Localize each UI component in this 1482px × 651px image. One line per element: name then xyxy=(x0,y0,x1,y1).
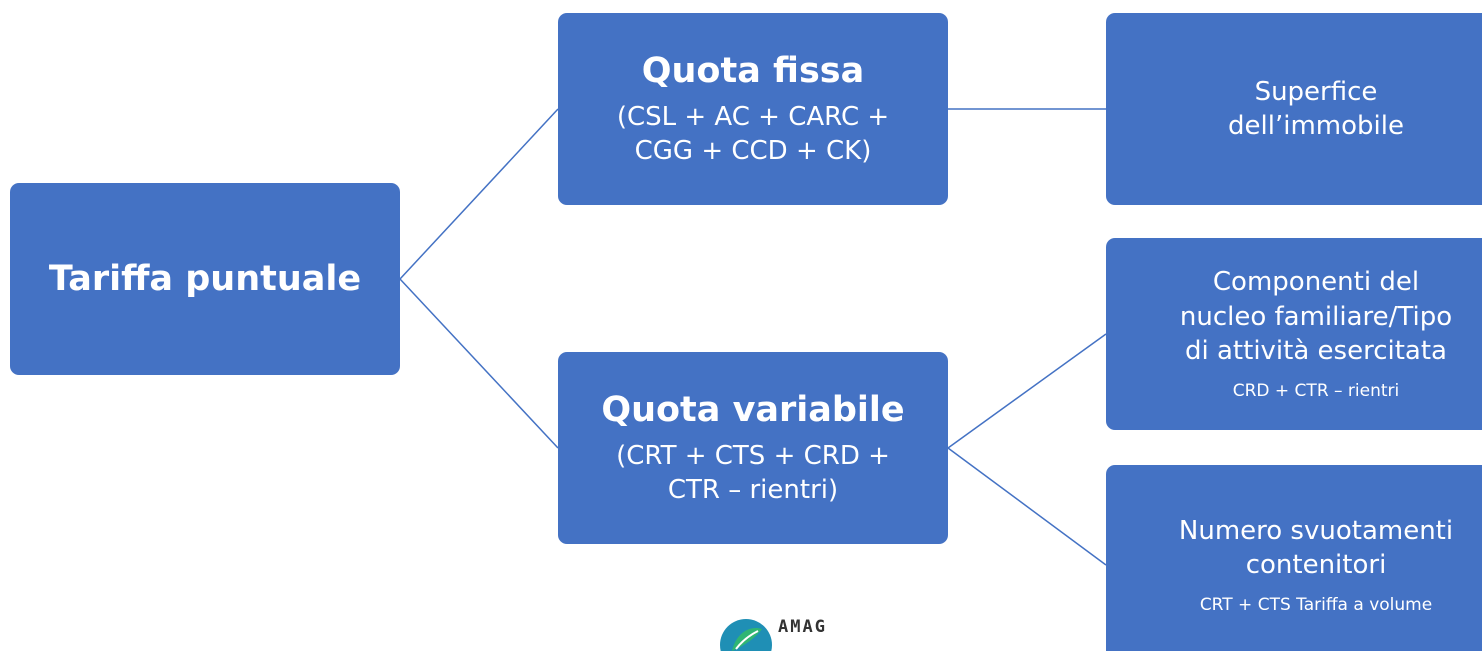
svuotamenti-label: Numero svuotamenti contenitori xyxy=(1178,515,1454,580)
quota-fissa-formula: (CSL + AC + CARC + CGG + CCD + CK) xyxy=(616,101,890,166)
svuotamenti-note: CRT + CTS Tariffa a volume xyxy=(1199,595,1433,616)
node-componenti-nucleo: Componenti del nucleo familiare/Tipo di … xyxy=(1106,238,1482,430)
logo-text: AMAG xyxy=(778,617,827,637)
connector-variable-emptying xyxy=(947,447,1107,566)
node-superfice: Superfice dell’immobile xyxy=(1106,13,1482,205)
componenti-note: CRD + CTR – rientri xyxy=(1232,381,1400,402)
quota-variabile-title: Quota variabile xyxy=(601,389,905,430)
leaf-logo-icon xyxy=(720,619,772,651)
connector-root-fixed xyxy=(399,108,559,280)
connector-variable-household xyxy=(947,333,1107,449)
root-node-tariffa-puntuale: Tariffa puntuale xyxy=(10,183,400,375)
superfice-label: Superfice dell’immobile xyxy=(1228,76,1404,141)
amag-logo: AMAG xyxy=(718,615,868,651)
node-quota-variabile: Quota variabile (CRT + CTS + CRD + CTR –… xyxy=(558,352,948,544)
componenti-label: Componenti del nucleo familiare/Tipo di … xyxy=(1179,267,1453,367)
connector-root-variable xyxy=(399,278,559,449)
node-numero-svuotamenti: Numero svuotamenti contenitori CRT + CTS… xyxy=(1106,465,1482,651)
quota-variabile-formula: (CRT + CTS + CRD + CTR – rientri) xyxy=(616,440,890,505)
root-label: Tariffa puntuale xyxy=(48,259,362,299)
node-quota-fissa: Quota fissa (CSL + AC + CARC + CGG + CCD… xyxy=(558,13,948,205)
quota-fissa-title: Quota fissa xyxy=(641,50,865,91)
